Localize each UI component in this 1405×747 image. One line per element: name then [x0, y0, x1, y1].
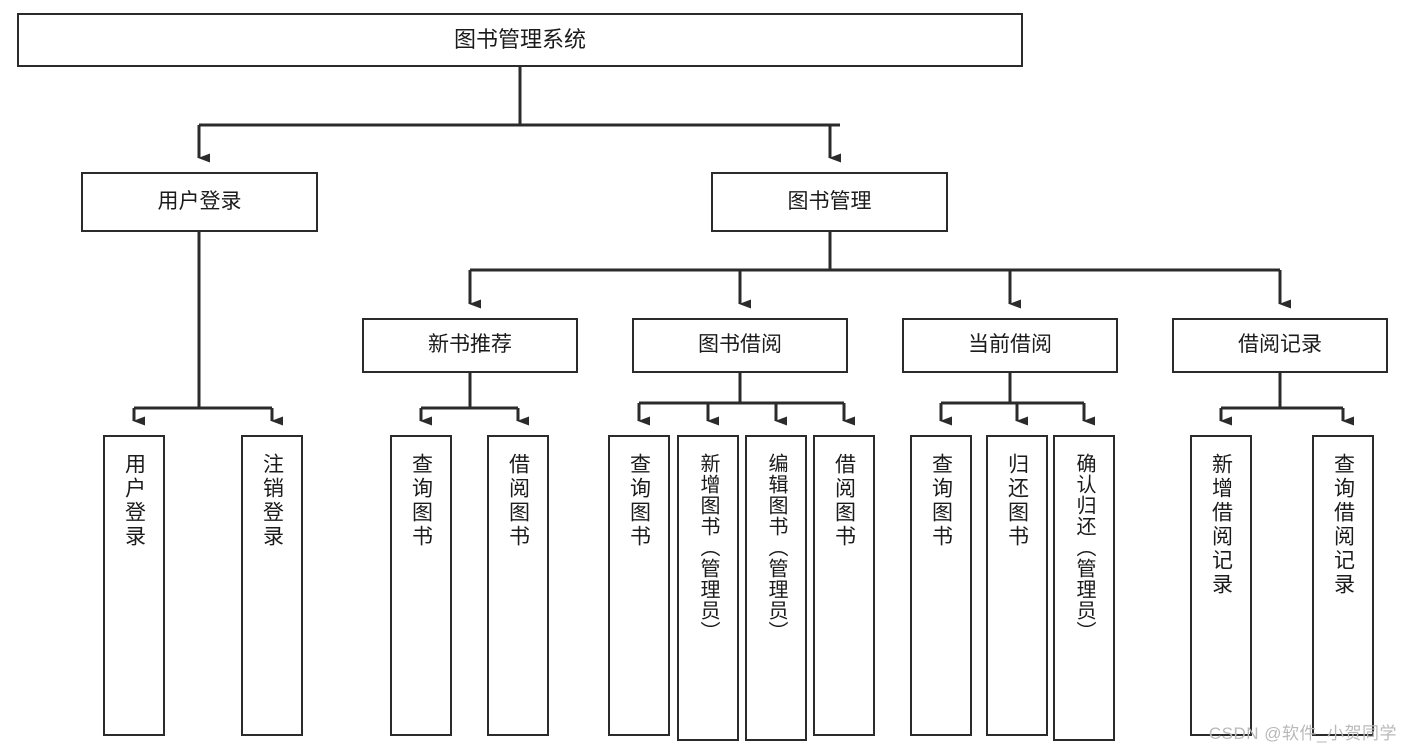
node-borrow-record[interactable]: 借阅记录: [1172, 318, 1388, 373]
node-leaf-add-book-admin[interactable]: 新增图书（管理员）: [677, 435, 739, 741]
node-leaf-logout-login[interactable]: 注销登录: [241, 435, 303, 736]
node-leaf-edit-book-admin[interactable]: 编辑图书（管理员）: [745, 435, 807, 741]
node-book-management-label: 图书管理: [787, 189, 872, 213]
node-new-book-recommend[interactable]: 新书推荐: [362, 318, 578, 373]
node-leaf-confirm-return-admin-label: 确认归还（管理员）: [1073, 453, 1095, 642]
node-leaf-query-book-current[interactable]: 查询图书: [910, 435, 972, 736]
node-book-borrow-label: 图书借阅: [698, 333, 782, 357]
node-user-login[interactable]: 用户登录: [81, 172, 318, 232]
node-leaf-query-book-recommend-label: 查询图书: [409, 453, 433, 549]
node-leaf-logout-login-label: 注销登录: [260, 453, 284, 549]
node-leaf-user-login[interactable]: 用户登录: [103, 435, 165, 736]
node-leaf-query-borrow-record[interactable]: 查询借阅记录: [1312, 435, 1374, 736]
node-leaf-add-borrow-record-label: 新增借阅记录: [1209, 453, 1233, 597]
node-book-borrow[interactable]: 图书借阅: [632, 318, 848, 373]
node-leaf-query-book-borrow[interactable]: 查询图书: [608, 435, 670, 736]
node-borrow-record-label: 借阅记录: [1238, 333, 1322, 357]
node-leaf-edit-book-admin-label: 编辑图书（管理员）: [765, 453, 787, 642]
node-book-management[interactable]: 图书管理: [711, 172, 948, 232]
node-new-book-recommend-label: 新书推荐: [428, 333, 512, 357]
node-leaf-borrow-book-recommend-label: 借阅图书: [506, 453, 530, 549]
node-root-system-label: 图书管理系统: [453, 27, 586, 53]
node-leaf-query-book-borrow-label: 查询图书: [627, 453, 651, 549]
node-leaf-borrow-book-recommend[interactable]: 借阅图书: [487, 435, 549, 736]
node-leaf-confirm-return-admin[interactable]: 确认归还（管理员）: [1053, 435, 1115, 741]
node-user-login-label: 用户登录: [157, 189, 242, 213]
node-leaf-return-book-label: 归还图书: [1005, 453, 1029, 549]
node-root-system[interactable]: 图书管理系统: [17, 13, 1023, 67]
node-leaf-borrow-book-label: 借阅图书: [832, 453, 856, 549]
csdn-watermark: CSDN @软件_小贺同学: [1208, 724, 1397, 743]
node-current-borrow[interactable]: 当前借阅: [902, 318, 1118, 373]
node-leaf-borrow-book[interactable]: 借阅图书: [813, 435, 875, 736]
node-leaf-return-book[interactable]: 归还图书: [986, 435, 1048, 736]
node-leaf-query-book-current-label: 查询图书: [929, 453, 953, 549]
node-current-borrow-label: 当前借阅: [968, 333, 1052, 357]
node-leaf-query-borrow-record-label: 查询借阅记录: [1331, 453, 1355, 597]
node-leaf-add-book-admin-label: 新增图书（管理员）: [697, 453, 719, 642]
node-leaf-user-login-label: 用户登录: [122, 453, 146, 549]
node-leaf-add-borrow-record[interactable]: 新增借阅记录: [1190, 435, 1252, 736]
node-leaf-query-book-recommend[interactable]: 查询图书: [390, 435, 452, 736]
